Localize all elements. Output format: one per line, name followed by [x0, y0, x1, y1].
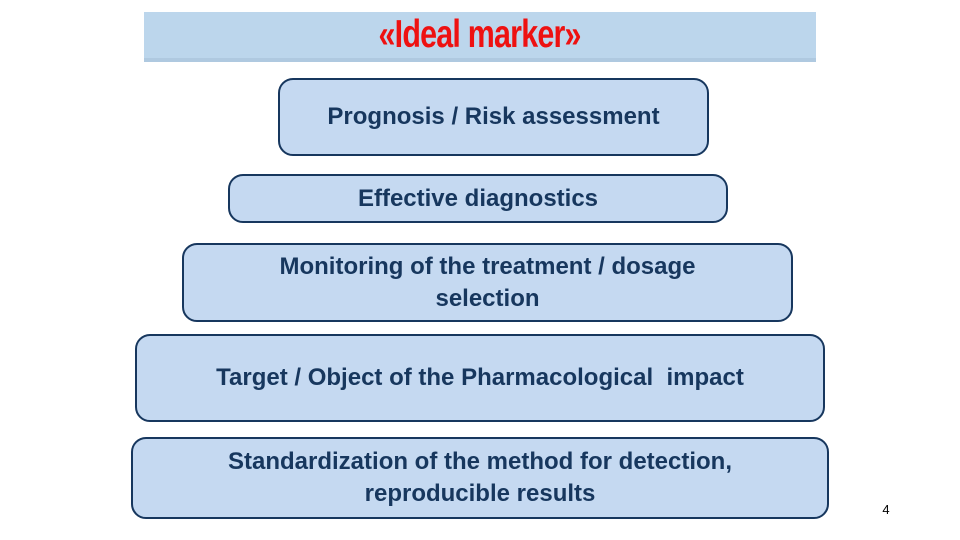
- box-standardization-method: Standardization of the method for detect…: [131, 437, 829, 519]
- box-monitoring-treatment-dosage-label: Monitoring of the treatment / dosage sel…: [279, 252, 696, 312]
- slide-title-bar: «Ideal marker»: [144, 12, 816, 62]
- page-number: 4: [882, 502, 890, 517]
- box-standardization-method-label: Standardization of the method for detect…: [228, 448, 732, 507]
- box-target-pharmacological-impact: Target / Object of the Pharmacological i…: [135, 334, 825, 422]
- box-effective-diagnostics: Effective diagnostics: [228, 174, 728, 223]
- box-target-pharmacological-impact-label: Target / Object of the Pharmacological i…: [216, 364, 744, 392]
- box-effective-diagnostics-label: Effective diagnostics: [357, 184, 599, 212]
- box-monitoring-treatment-dosage: Monitoring of the treatment / dosage sel…: [182, 243, 793, 322]
- slide-title: «Ideal marker»: [378, 13, 582, 56]
- box-prognosis-risk-assessment-label: Prognosis / Risk assessment: [327, 103, 660, 131]
- box-prognosis-risk-assessment: Prognosis / Risk assessment: [278, 78, 709, 156]
